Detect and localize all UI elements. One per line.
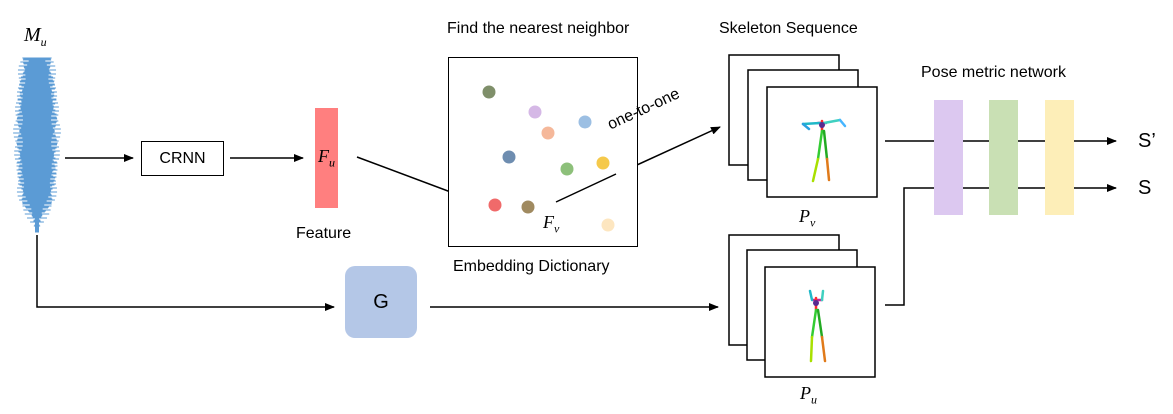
crnn-label: CRNN xyxy=(159,149,206,167)
embedding-dictionary-box xyxy=(448,57,638,247)
pose-metric-bars xyxy=(934,100,1074,215)
embedding-point xyxy=(502,150,516,164)
dictionary-point-group xyxy=(482,85,615,232)
embedding-point xyxy=(601,218,615,232)
pose-metric-title: Pose metric network xyxy=(921,64,1066,81)
dict-point-label: Fv xyxy=(543,212,560,236)
generator-box: G xyxy=(345,266,417,338)
metric-layer-bar xyxy=(1045,100,1074,215)
embedding-point xyxy=(488,198,502,212)
audio-waveform xyxy=(13,57,61,233)
arrow-audio-to-generator xyxy=(36,235,335,311)
embedding-point xyxy=(596,156,610,170)
pv-label: Pv xyxy=(799,206,816,230)
embedding-point xyxy=(560,162,574,176)
output-s-prime: S’ xyxy=(1138,130,1156,152)
crnn-box: CRNN xyxy=(141,141,224,176)
generator-label: G xyxy=(373,290,389,313)
feature-symbol: Fu xyxy=(318,146,335,170)
feature-label: Feature xyxy=(296,225,352,242)
audio-input-label: Mu xyxy=(24,24,47,49)
embedding-point xyxy=(521,200,535,214)
feature-bar: Fu xyxy=(315,108,338,208)
embedding-point xyxy=(578,115,592,129)
metric-layer-bar xyxy=(989,100,1018,215)
pu-label: Pu xyxy=(800,383,817,407)
embedding-dictionary-label: Embedding Dictionary xyxy=(453,258,610,275)
output-s: S xyxy=(1138,177,1152,199)
arrow-one-to-one-overlay xyxy=(555,173,617,203)
skeleton-sequence-title: Skeleton Sequence xyxy=(719,20,858,37)
skeleton-pose-pu xyxy=(808,289,827,363)
find-neighbor-title: Find the nearest neighbor xyxy=(447,20,630,37)
metric-layer-bar xyxy=(934,100,963,215)
skeleton-pose-pv xyxy=(801,118,847,183)
skeleton-stack-pu xyxy=(728,234,876,378)
embedding-point xyxy=(528,105,542,119)
waveform-trace xyxy=(13,57,61,233)
embedding-point xyxy=(541,126,555,140)
skeleton-stack-pv xyxy=(728,54,878,198)
embedding-point xyxy=(482,85,496,99)
